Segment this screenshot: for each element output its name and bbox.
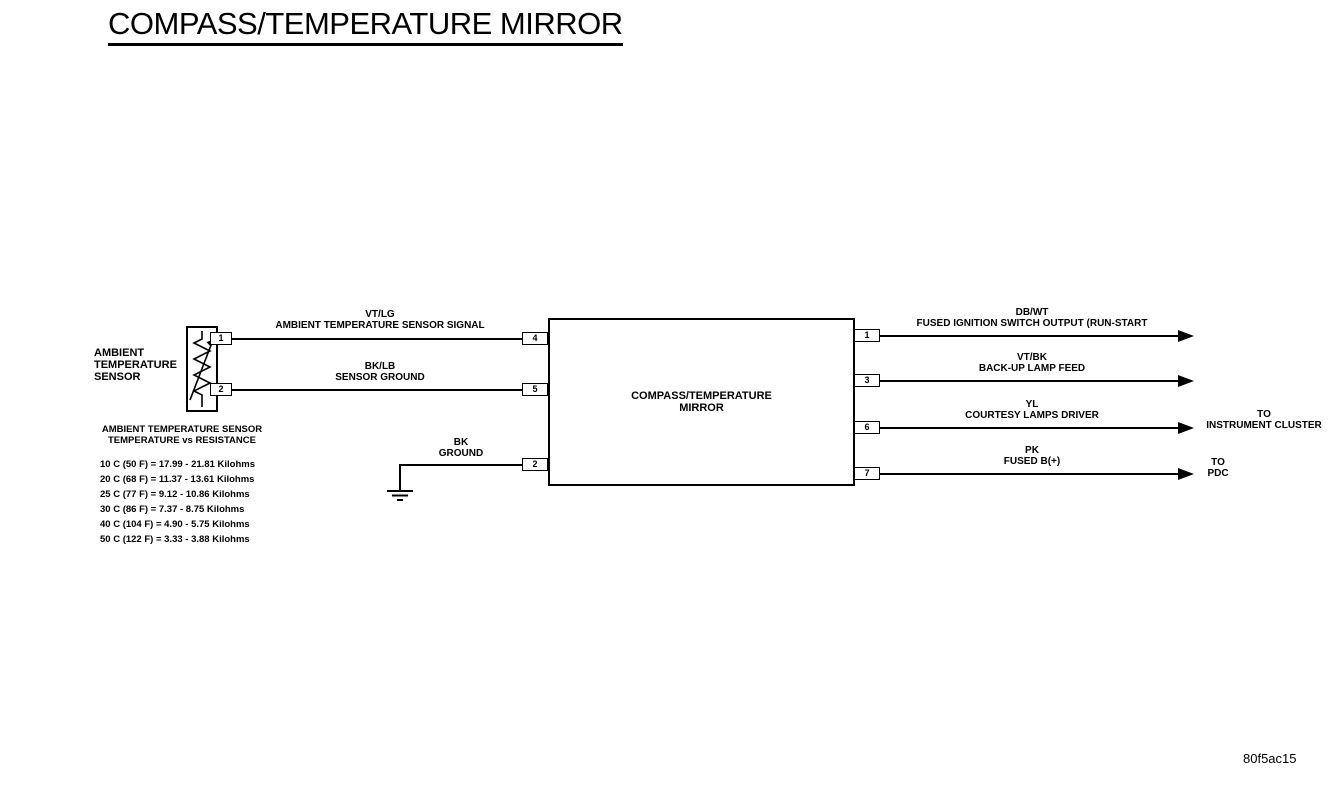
wire-ground xyxy=(399,464,522,466)
arrow-right-icon xyxy=(1178,375,1194,387)
wire-color: YL xyxy=(1025,399,1039,410)
mirror-pin-1: 1 xyxy=(854,329,880,342)
wire-ignition-label: DB/WT FUSED IGNITION SWITCH OUTPUT (RUN-… xyxy=(884,307,1180,329)
wire-ground-drop xyxy=(399,464,401,490)
resistance-table-title-line: TEMPERATURE vs RESISTANCE xyxy=(108,435,256,446)
wire-name: SENSOR GROUND xyxy=(335,372,425,383)
mirror-pin-5: 5 xyxy=(522,383,548,396)
mirror-pin-6: 6 xyxy=(854,421,880,434)
wire-color: BK/LB xyxy=(364,361,396,372)
table-row: 25 C (77 F) = 9.12 - 10.86 Kilohms xyxy=(100,489,250,500)
mirror-pin-4: 4 xyxy=(522,332,548,345)
wire-fused-b xyxy=(878,473,1180,475)
table-row: 40 C (104 F) = 4.90 - 5.75 Kilohms xyxy=(100,519,250,530)
footer-code: 80f5ac15 xyxy=(1243,751,1297,766)
sensor-pin-1: 1 xyxy=(210,332,232,345)
sensor-label: AMBIENT TEMPERATURE SENSOR xyxy=(94,347,184,383)
wire-name: AMBIENT TEMPERATURE SENSOR SIGNAL xyxy=(275,320,485,331)
dest-line: PDC xyxy=(1207,468,1229,479)
wire-backup xyxy=(878,380,1180,382)
arrow-right-icon xyxy=(1178,468,1194,480)
wire-ignition xyxy=(878,335,1180,337)
arrow-right-icon xyxy=(1178,422,1194,434)
wire-fused-b-label: PK FUSED B(+) xyxy=(884,445,1180,467)
wire-color: VT/BK xyxy=(1017,352,1047,363)
sensor-label-line: TEMPERATURE xyxy=(94,359,177,371)
sensor-label-line: SENSOR xyxy=(94,371,141,383)
table-row: 10 C (50 F) = 17.99 - 21.81 Kilohms xyxy=(100,459,255,470)
mirror-pin-2: 2 xyxy=(522,458,548,471)
arrow-right-icon xyxy=(1178,330,1194,342)
wire-sensor-ground-label: BK/LB SENSOR GROUND xyxy=(240,361,520,383)
table-row: 30 C (86 F) = 7.37 - 8.75 Kilohms xyxy=(100,504,245,515)
wire-sensor-ground xyxy=(230,389,524,391)
wire-sensor-signal xyxy=(230,338,524,340)
wire-courtesy-label: YL COURTESY LAMPS DRIVER xyxy=(884,399,1180,421)
table-row: 20 C (68 F) = 11.37 - 13.61 Kilohms xyxy=(100,474,255,485)
sensor-label-line: AMBIENT xyxy=(94,347,145,359)
table-row: 50 C (122 F) = 3.33 - 3.88 Kilohms xyxy=(100,534,250,545)
wire-color: DB/WT xyxy=(1015,307,1049,318)
wire-color: VT/LG xyxy=(365,309,395,320)
page-title: COMPASS/TEMPERATURE MIRROR xyxy=(108,6,623,46)
wire-ground-label: BK GROUND xyxy=(421,437,501,459)
sensor-pin-2: 2 xyxy=(210,383,232,396)
mirror-pin-3: 3 xyxy=(854,374,880,387)
dest-line: TO xyxy=(1257,409,1271,420)
wire-name: COURTESY LAMPS DRIVER xyxy=(965,410,1099,421)
resistance-table: 10 C (50 F) = 17.99 - 21.81 Kilohms 20 C… xyxy=(100,457,255,547)
wire-backup-label: VT/BK BACK-UP LAMP FEED xyxy=(884,352,1180,374)
wire-name: FUSED IGNITION SWITCH OUTPUT (RUN-START xyxy=(916,318,1148,329)
dest-line: TO xyxy=(1211,457,1225,468)
mirror-title-line: MIRROR xyxy=(679,402,724,414)
compass-temperature-mirror-box: COMPASS/TEMPERATURE MIRROR xyxy=(548,318,855,486)
wire-name: BACK-UP LAMP FEED xyxy=(978,363,1086,374)
wire-color: PK xyxy=(1025,445,1039,456)
dest-instrument-cluster: TO INSTRUMENT CLUSTER xyxy=(1196,409,1332,431)
mirror-title-line: COMPASS/TEMPERATURE xyxy=(631,390,772,402)
mirror-pin-7: 7 xyxy=(854,467,880,480)
ground-symbol-icon xyxy=(387,490,413,501)
resistance-table-title-line: AMBIENT TEMPERATURE SENSOR xyxy=(101,424,263,435)
wire-color: BK xyxy=(453,437,469,448)
wire-name: FUSED B(+) xyxy=(1003,456,1061,467)
resistance-table-title: AMBIENT TEMPERATURE SENSOR TEMPERATURE v… xyxy=(98,424,266,446)
wire-name: GROUND xyxy=(438,448,484,459)
dest-pdc: TO PDC xyxy=(1198,457,1238,479)
dest-line: INSTRUMENT CLUSTER xyxy=(1206,420,1322,431)
wire-courtesy xyxy=(878,427,1180,429)
wire-sensor-signal-label: VT/LG AMBIENT TEMPERATURE SENSOR SIGNAL xyxy=(240,309,520,331)
